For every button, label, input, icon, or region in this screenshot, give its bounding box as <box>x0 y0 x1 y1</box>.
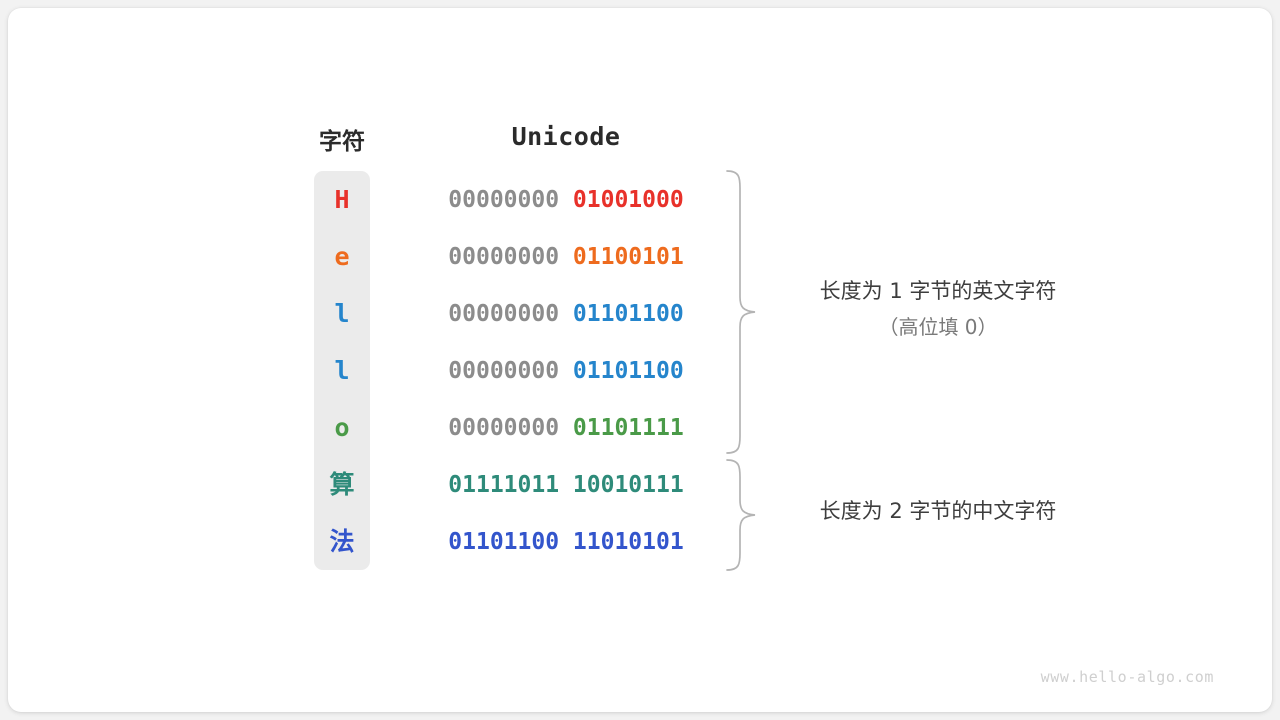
row-low-byte: 01101100 <box>572 358 684 384</box>
table-row: l 00000000 01101100 <box>8 351 1272 391</box>
column-header-unicode: Unicode <box>511 122 621 151</box>
annotation-ascii-main: 长度为 1 字节的英文字符 <box>819 279 1057 303</box>
annotation-ascii: 长度为 1 字节的英文字符 （高位填 0） <box>788 273 1088 345</box>
row-high-byte: 01111011 <box>448 472 560 498</box>
table-row: H 00000000 01001000 <box>8 180 1272 220</box>
row-high-byte: 00000000 <box>448 358 560 384</box>
row-character: 法 <box>329 527 355 556</box>
row-unicode-bits: 01111011 10010111 <box>432 465 700 505</box>
row-high-byte: 00000000 <box>448 301 560 327</box>
row-character: H <box>334 185 350 214</box>
annotation-cjk: 长度为 2 字节的中文字符 <box>788 493 1088 529</box>
row-character: l <box>334 299 350 328</box>
row-character: e <box>334 242 350 271</box>
row-unicode-bits: 00000000 01001000 <box>432 180 700 220</box>
table-row: 算 01111011 10010111 <box>8 465 1272 505</box>
row-low-byte: 01100101 <box>572 244 684 270</box>
row-character: 算 <box>329 470 355 499</box>
row-character: l <box>334 356 350 385</box>
annotation-ascii-sub: （高位填 0） <box>878 315 998 339</box>
row-unicode-bits: 00000000 01101100 <box>432 294 700 334</box>
row-high-byte: 01101100 <box>448 529 560 555</box>
diagram-card: 字符 Unicode H 00000000 01001000 e 00000000 0… <box>8 8 1272 712</box>
row-character: o <box>334 413 350 442</box>
table-row: 法 01101100 11010101 <box>8 522 1272 562</box>
row-high-byte: 00000000 <box>448 415 560 441</box>
row-high-byte: 00000000 <box>448 244 560 270</box>
table-row: l 00000000 01101100 <box>8 294 1272 334</box>
row-high-byte: 00000000 <box>448 187 560 213</box>
row-unicode-bits: 01101100 11010101 <box>432 522 700 562</box>
column-header-character: 字符 <box>319 129 365 155</box>
row-unicode-bits: 00000000 01100101 <box>432 237 700 277</box>
row-unicode-bits: 00000000 01101111 <box>432 408 700 448</box>
table-row: o 00000000 01101111 <box>8 408 1272 448</box>
watermark: www.hello-algo.com <box>1040 668 1214 686</box>
character-column-background <box>314 171 370 570</box>
row-low-byte: 01101100 <box>572 301 684 327</box>
row-low-byte: 01101111 <box>572 415 684 441</box>
row-unicode-bits: 00000000 01101100 <box>432 351 700 391</box>
row-low-byte: 11010101 <box>572 529 684 555</box>
table-row: e 00000000 01100101 <box>8 237 1272 277</box>
annotation-cjk-main: 长度为 2 字节的中文字符 <box>819 499 1057 523</box>
row-low-byte: 01001000 <box>572 187 684 213</box>
row-low-byte: 10010111 <box>572 472 684 498</box>
